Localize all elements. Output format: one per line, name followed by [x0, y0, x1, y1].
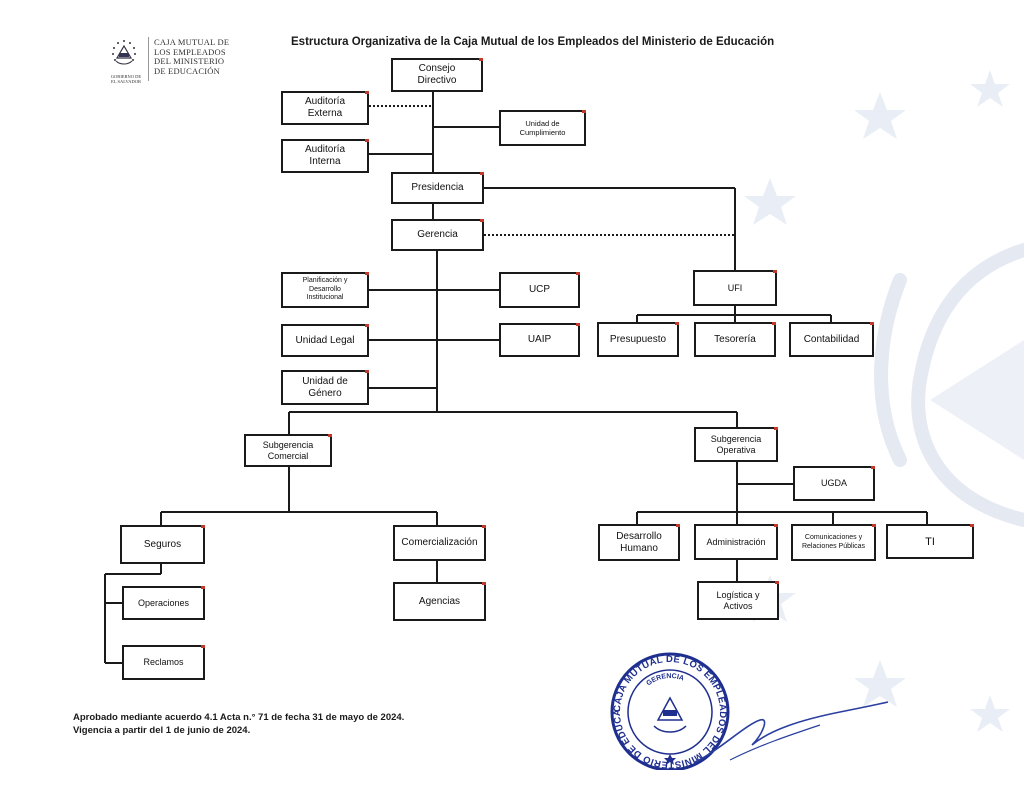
- unit-presupuesto: Presupuesto: [597, 322, 679, 357]
- unit-logistica: Logística y Activos: [697, 581, 779, 620]
- unit-reclamos: Reclamos: [122, 645, 205, 680]
- unit-auditoria-externa: Auditoría Externa: [281, 91, 369, 125]
- official-seal-stamp: CAJA MUTUAL DE LOS EMPLEADOS DEL MINISTE…: [600, 650, 730, 770]
- unit-cumplimiento: Unidad de Cumplimiento: [499, 110, 586, 146]
- approval-note: Aprobado mediante acuerdo 4.1 Acta n.° 7…: [73, 711, 404, 737]
- unit-comunicaciones: Comunicaciones y Relaciones Públicas: [791, 524, 876, 561]
- government-label: GOBIERNO DE EL SALVADOR: [110, 74, 142, 84]
- unit-subgerencia-operativa: Subgerencia Operativa: [694, 427, 778, 462]
- watermark-star-icon: [970, 70, 1010, 107]
- watermark-star-icon: [854, 92, 906, 139]
- unit-planificacion: Planificación y Desarrollo Institucional: [281, 272, 369, 308]
- unit-ugda: UGDA: [793, 466, 875, 501]
- signature: [694, 701, 889, 763]
- unit-ucp: UCP: [499, 272, 580, 308]
- institution-logo: GOBIERNO DE EL SALVADOR CAJA MUTUAL DE L…: [104, 37, 234, 84]
- unit-uaip: UAIP: [499, 323, 580, 357]
- watermark-star-icon: [854, 660, 906, 707]
- unit-seguros: Seguros: [120, 525, 205, 564]
- unit-operaciones: Operaciones: [122, 586, 205, 620]
- unit-presidencia: Presidencia: [391, 172, 484, 204]
- unit-comercializacion: Comercialización: [393, 525, 486, 561]
- unit-agencias: Agencias: [393, 582, 486, 621]
- coat-of-arms-icon: [112, 40, 136, 65]
- unit-ti: TI: [886, 524, 974, 559]
- institution-name: CAJA MUTUAL DE LOS EMPLEADOS DEL MINISTE…: [154, 37, 230, 76]
- watermark-star-icon: [744, 178, 796, 225]
- unit-genero: Unidad de Género: [281, 370, 369, 405]
- page-title: Estructura Organizativa de la Caja Mutua…: [291, 36, 775, 48]
- unit-unidad-legal: Unidad Legal: [281, 324, 369, 357]
- unit-ufi: UFI: [693, 270, 777, 306]
- unit-auditoria-interna: Auditoría Interna: [281, 139, 369, 173]
- approval-line-2: Vigencia a partir del 1 de junio de 2024…: [73, 725, 251, 736]
- unit-subgerencia-comercial: Subgerencia Comercial: [244, 434, 332, 467]
- unit-gerencia: Gerencia: [391, 219, 484, 251]
- logo-divider: [148, 37, 149, 81]
- unit-desarrollo-humano: Desarrollo Humano: [598, 524, 680, 561]
- watermark-star-icon: [970, 695, 1010, 732]
- unit-contabilidad: Contabilidad: [789, 322, 874, 357]
- unit-consejo-directivo: Consejo Directivo: [391, 58, 483, 92]
- approval-line-1: Aprobado mediante acuerdo 4.1 Acta n.° 7…: [73, 712, 405, 723]
- unit-tesoreria: Tesorería: [694, 322, 776, 357]
- unit-administracion: Administración: [694, 524, 778, 560]
